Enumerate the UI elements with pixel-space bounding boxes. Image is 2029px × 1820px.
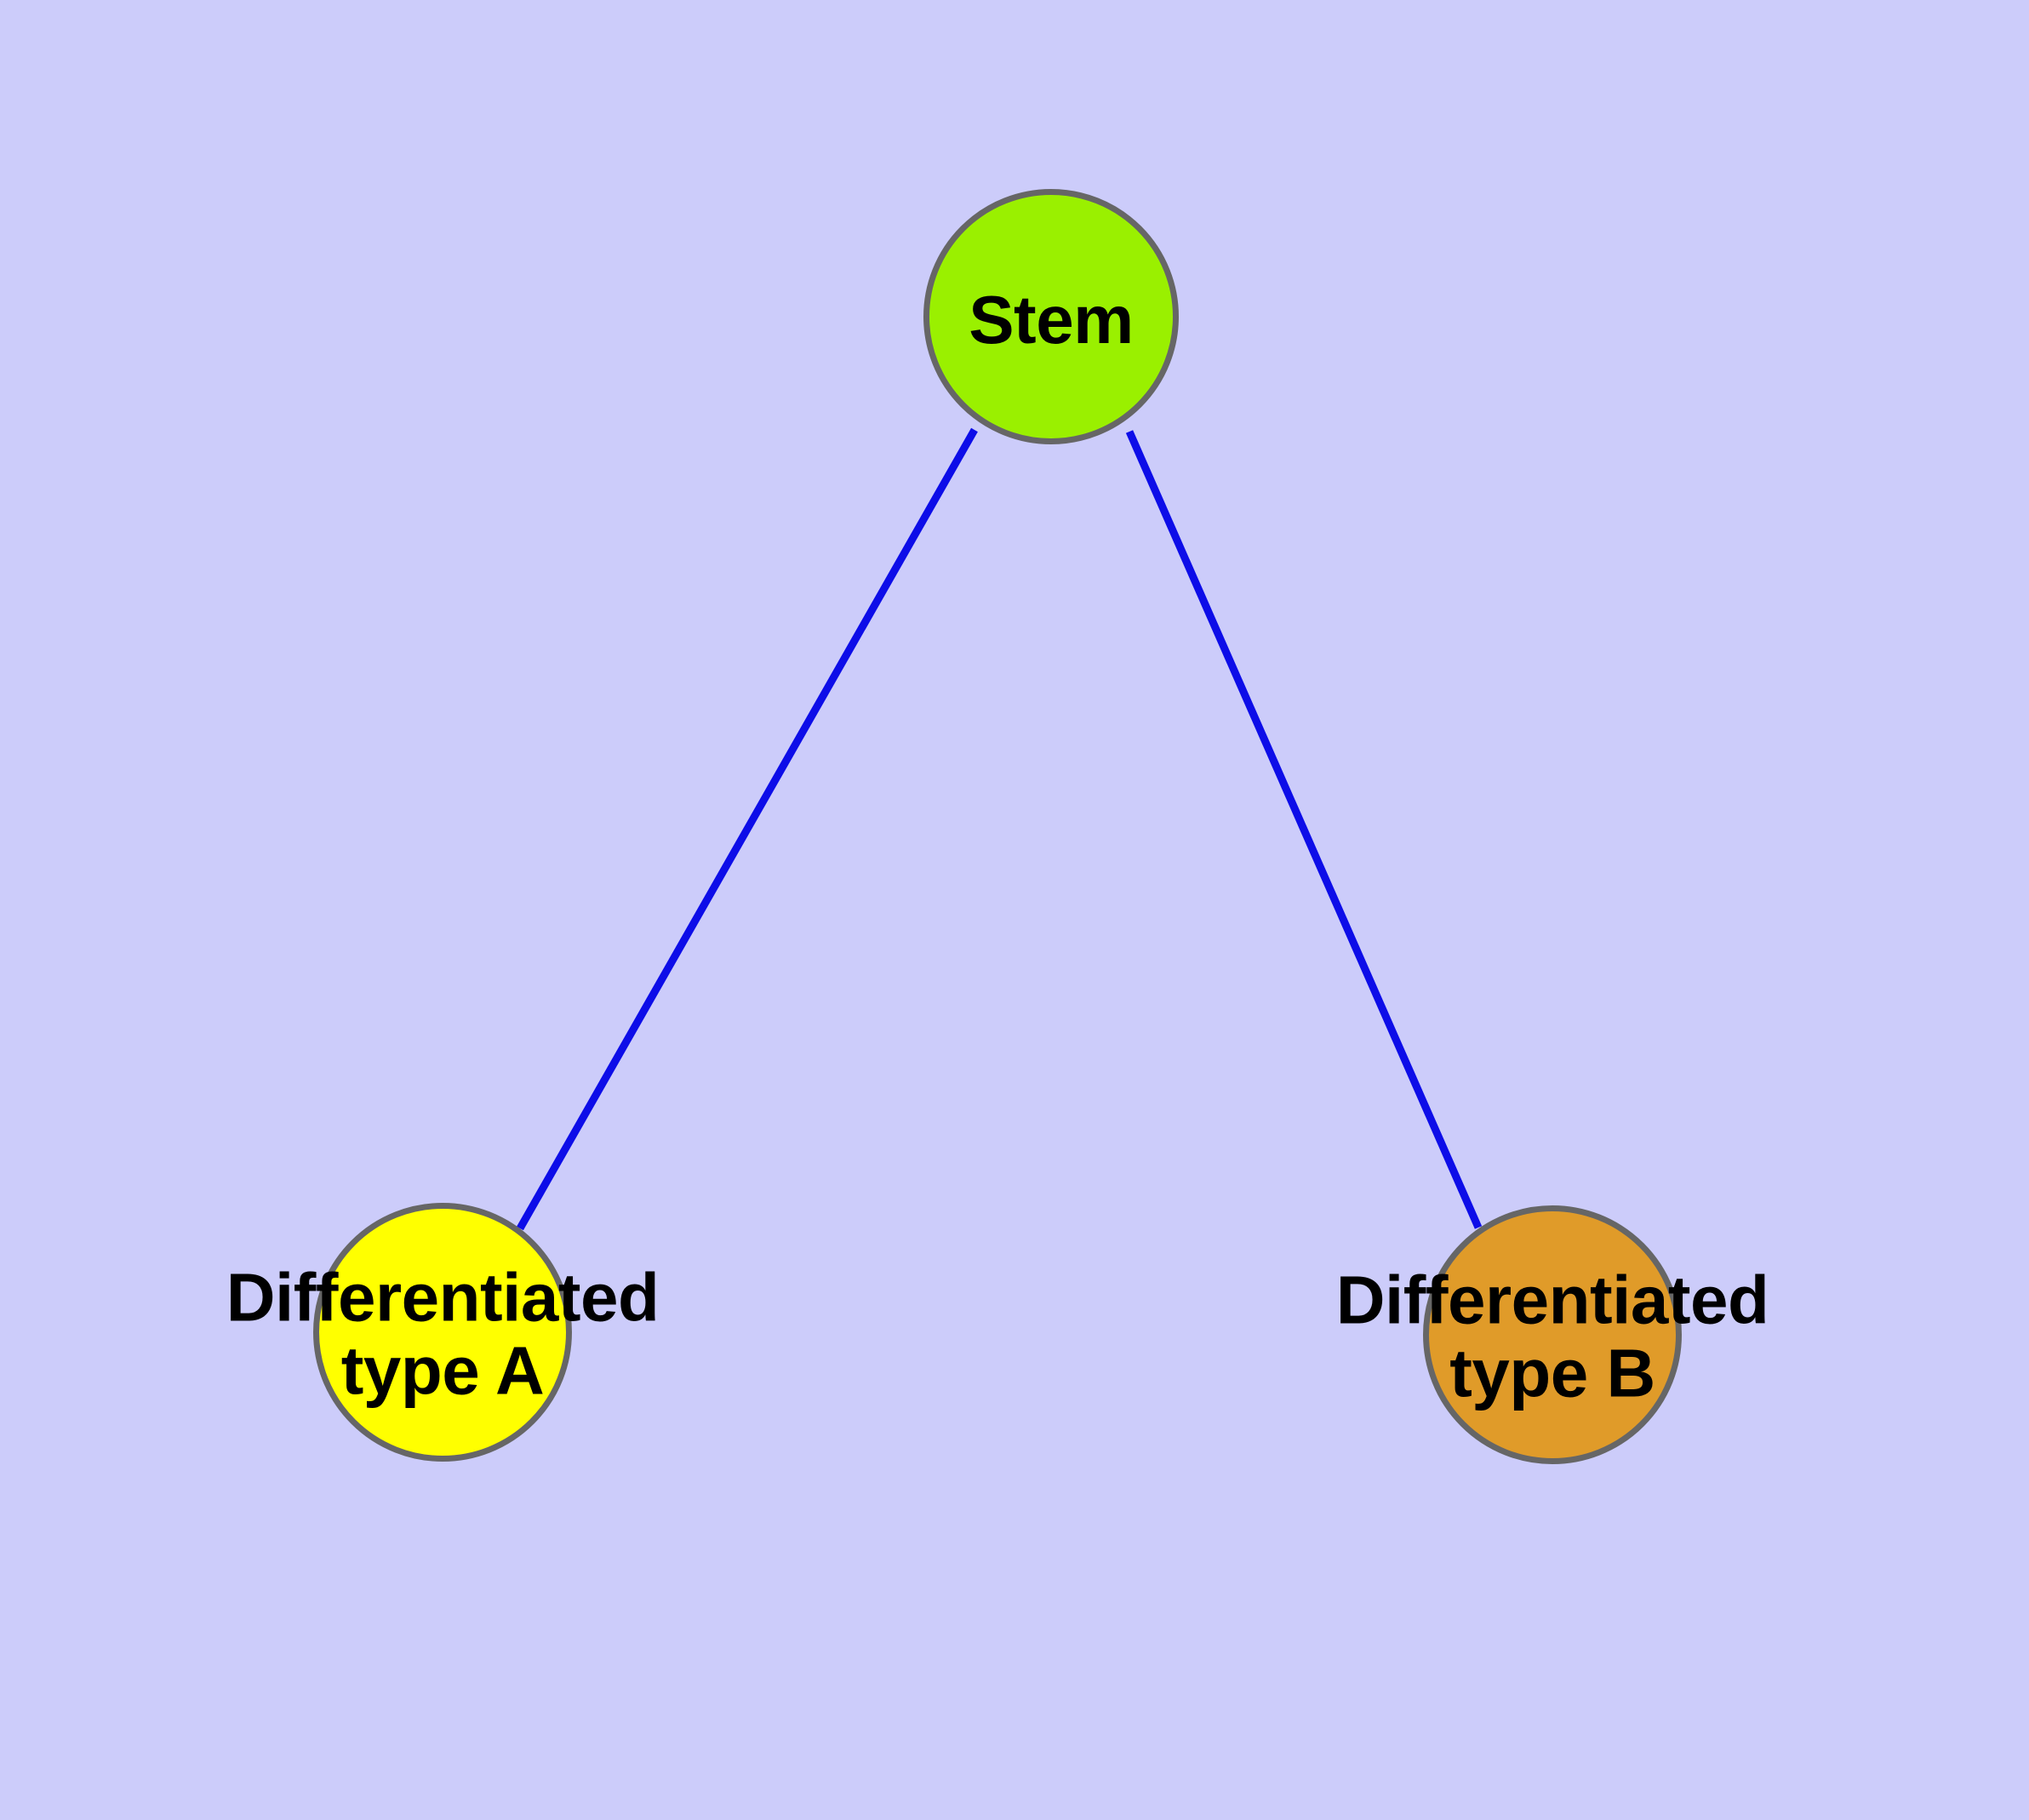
node-stem[interactable] [923,189,1179,444]
edge-stem-to-differentiated-type-b [1125,430,1483,1229]
edge-stem-to-differentiated-type-a [517,427,978,1231]
node-differentiated-type-b[interactable] [1423,1205,1682,1464]
node-differentiated-type-a[interactable] [313,1203,572,1462]
edges-layer [517,427,1483,1231]
nodes-layer [313,189,1682,1464]
